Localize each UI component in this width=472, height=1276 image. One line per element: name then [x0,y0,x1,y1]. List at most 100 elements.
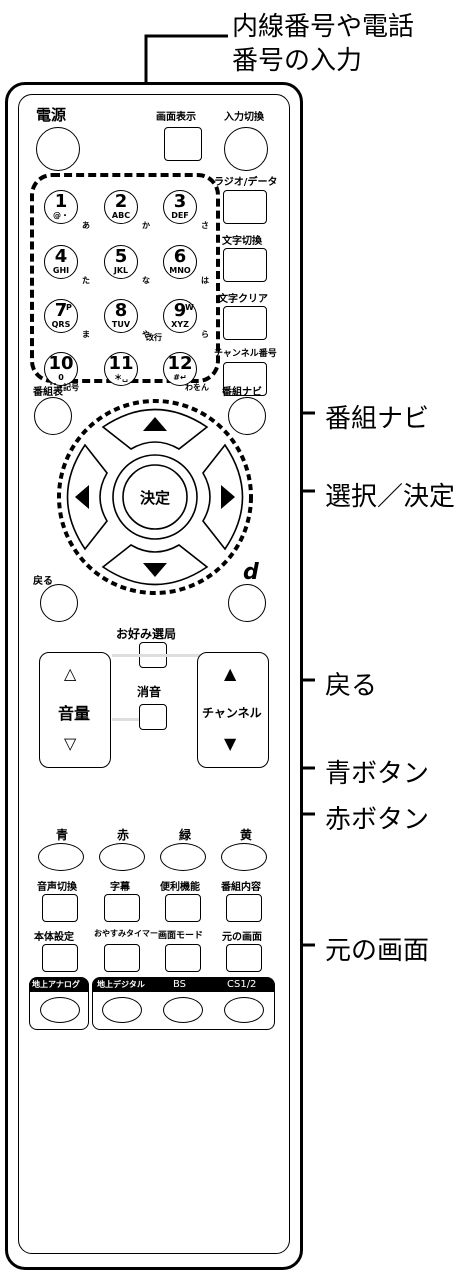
decide-button[interactable]: 決定 [140,489,171,507]
power-button[interactable] [36,127,80,171]
char-switch-button[interactable] [223,248,267,282]
arrow-right-icon [221,485,235,509]
back-label: 戻る [33,576,53,587]
rocker-connector [112,654,200,657]
volume-up-icon: △ [64,664,77,683]
convenience-button[interactable] [165,894,201,922]
channel-down-icon: ▼ [224,734,237,753]
num-key-11[interactable]: 11＊␣ [104,352,138,386]
original-screen-button[interactable] [226,944,262,972]
num-key-kana: た [82,276,90,285]
callout-blue-button: 青ボタン [325,759,430,789]
num-key-digit: 5 [114,246,128,267]
channel-number-button[interactable] [223,362,267,396]
bangumi-navi-button[interactable] [228,397,266,435]
num-key-kana: か [142,221,150,230]
remote-inner-panel [18,94,290,1254]
num-key-digit: 12 [167,353,193,374]
fn-row2-label-0: 本体設定 [34,932,74,943]
num-key-letters: GHI [52,266,70,275]
num-key-kana: ﾞﾟ•記号 [50,383,80,392]
bangumi-hyo-button[interactable] [34,397,72,435]
num-key-kana: ら [201,330,209,339]
num-key-digit: 9 [173,300,187,321]
volume-rocker[interactable] [39,652,111,768]
radio-data-button[interactable] [223,190,267,224]
dpad-right-button[interactable] [202,443,244,551]
screen-display-label: 画面表示 [156,112,196,123]
num-key-1[interactable]: 1@・ [44,190,78,224]
num-key-kana: あ [82,221,90,230]
bs-label: BS [173,979,187,990]
num-key-letters: QRS [51,320,71,329]
num-key-digit: 4 [54,246,68,267]
callout-red-button: 赤ボタン [325,805,430,835]
num-key-kana: は [201,276,209,285]
dpad-down-button[interactable] [101,544,209,586]
cs-label: CS1/2 [227,979,257,990]
digital-button[interactable] [102,997,142,1023]
mute-button[interactable] [139,704,167,730]
arrow-up-icon [143,417,167,431]
d-button[interactable] [228,584,266,622]
broadcast-digital-box [92,977,275,1030]
num-key-kana: わをん [185,383,209,392]
subtitle-button[interactable] [104,894,140,922]
fn-row2-label-3: 元の画面 [222,932,262,943]
num-key-digit: 2 [114,191,128,212]
back-button[interactable] [40,584,78,622]
callout-original-screen: 元の画面 [325,936,430,966]
bangumi-hyo-label: 番組表 [33,387,63,398]
screen-mode-button[interactable] [165,944,201,972]
green-label: 緑 [179,828,192,842]
yellow-button[interactable] [221,843,267,871]
num-key-digit: 7 [54,300,68,321]
callout-back: 戻る [325,671,378,701]
fn-row2-label-1: おやすみタイマー [94,929,158,938]
yellow-label: 黄 [240,828,253,842]
analog-button[interactable] [40,997,80,1023]
num-key-letters: JKL [113,266,129,275]
fn-row1-label-3: 番組内容 [221,882,261,893]
red-button[interactable] [99,843,145,871]
settings-button[interactable] [42,944,78,972]
num-key-kana: ま [82,330,90,339]
dpad-left-button[interactable] [66,443,108,551]
channel-number-label: チャンネル番号 [214,349,277,359]
fn-row2-label-2: 画面モード [158,931,204,941]
num-key-letters: XYZ [171,320,189,329]
cs-button[interactable] [224,997,264,1023]
num-key-digit: 1 [54,191,68,212]
screen-display-button[interactable] [164,127,202,161]
audio-switch-button[interactable] [42,894,78,922]
bs-button[interactable] [163,997,203,1023]
mute-connector [112,718,142,721]
num-key-letters: @・ [53,211,69,220]
num-key-superscript: P [66,303,72,312]
favorite-label: お好み選局 [116,627,177,641]
fn-row1-label-0: 音声切換 [37,882,77,893]
radio-data-label: ラジオ/データ [214,177,278,188]
char-clear-button[interactable] [223,306,267,340]
blue-button[interactable] [38,843,84,871]
input-switch-label: 入力切換 [224,112,264,123]
channel-rocker[interactable] [197,652,269,768]
green-button[interactable] [160,843,206,871]
dpad-up-button[interactable] [101,408,209,450]
num-key-digit: 10 [48,353,74,374]
arrow-down-icon [143,563,167,577]
program-info-button[interactable] [226,894,262,922]
num-key-superscript: W [185,303,194,312]
sleep-timer-button[interactable] [104,944,140,972]
input-switch-button[interactable] [224,127,268,171]
num-key-12[interactable]: 12#↵ [163,352,197,386]
